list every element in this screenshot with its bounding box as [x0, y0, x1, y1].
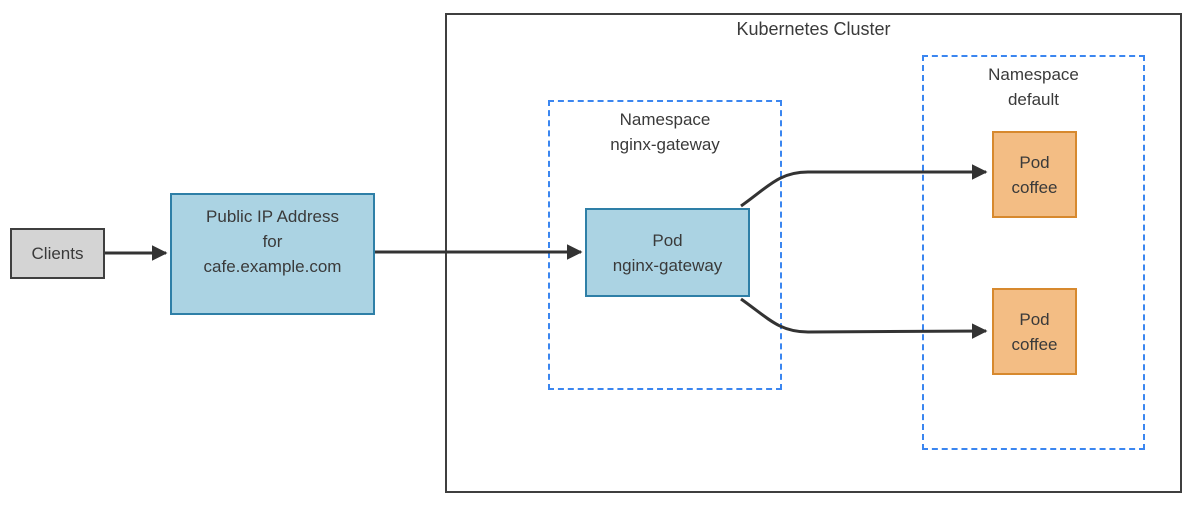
namespace-title-line: Namespace — [619, 110, 711, 129]
clients-label: Clients — [31, 244, 84, 263]
pod-label-line: Pod — [652, 230, 683, 250]
kubernetes-cluster-title: Kubernetes Cluster — [736, 19, 891, 39]
pod-label-line: coffee — [1011, 177, 1058, 197]
public-ip-label-line: Public IP Address — [206, 207, 339, 226]
namespace-nginx-gateway-title: Namespace nginx-gateway — [550, 107, 780, 157]
public-ip-label-line: for — [262, 232, 283, 251]
namespace-default-box: Namespace default — [922, 55, 1145, 450]
public-ip-box: Public IP Address for cafe.example.com — [170, 193, 375, 315]
namespace-title-line: default — [1007, 90, 1060, 109]
namespace-nginx-gateway-box: Namespace nginx-gateway — [548, 100, 782, 390]
pod-coffee-box-2: Pod coffee — [992, 288, 1077, 375]
pod-label-line: nginx-gateway — [612, 255, 723, 275]
pod-coffee-box-1: Pod coffee — [992, 131, 1077, 218]
pod-label-line: Pod — [1019, 152, 1050, 172]
pod-label-line: Pod — [1019, 309, 1050, 329]
pod-label-line: coffee — [1011, 334, 1058, 354]
namespace-title-line: Namespace — [988, 65, 1079, 84]
namespace-default-title: Namespace default — [924, 62, 1143, 112]
clients-box: Clients — [10, 228, 105, 279]
namespace-title-line: nginx-gateway — [610, 135, 720, 154]
public-ip-label-line: cafe.example.com — [203, 257, 342, 276]
pod-nginx-gateway-box: Pod nginx-gateway — [585, 208, 750, 297]
